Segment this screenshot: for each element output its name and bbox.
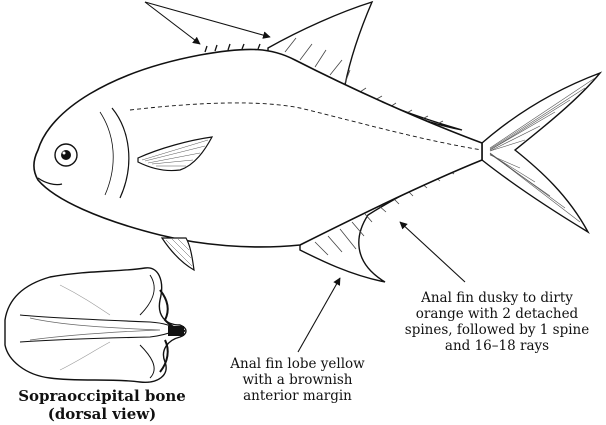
pelvic-fin — [162, 238, 194, 270]
arrow-to-anal-fin — [400, 222, 465, 282]
fish-body — [34, 49, 482, 247]
anal-fin-color-annotation: Anal fin dusky to dirty orange with 2 de… — [392, 290, 602, 354]
arrow-to-dorsal-fin — [145, 2, 270, 37]
supraoccipital-bone-drawing — [5, 268, 186, 382]
arrow-to-anal-fin-lobe — [298, 278, 340, 352]
bone-caption: Sopraoccipital bone (dorsal view) — [2, 387, 202, 423]
arrow-to-dorsal-spines — [145, 2, 200, 44]
caudal-fin — [482, 73, 600, 232]
anal-fin-lobe-annotation: Anal fin lobe yellow with a brownish ant… — [215, 356, 380, 404]
eye-icon — [55, 144, 77, 166]
